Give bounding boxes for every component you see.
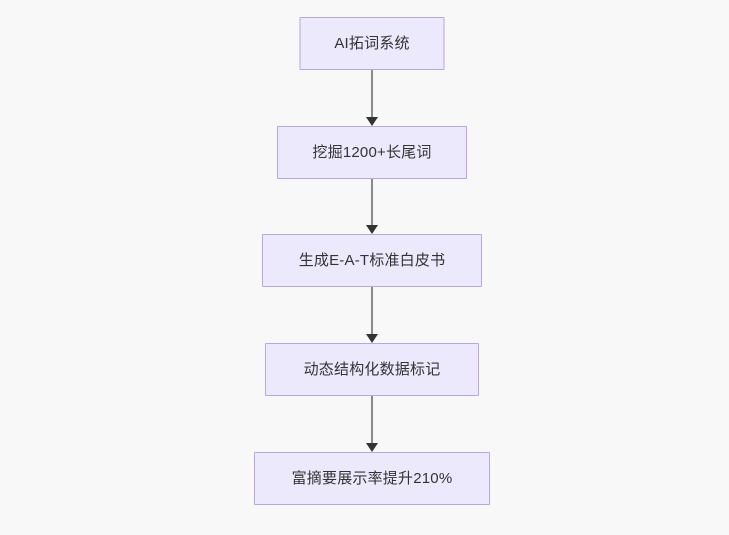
flowchart-node-longtail-keywords[interactable]: 挖掘1200+长尾词 [277,126,467,179]
flowchart-node-ai-keyword-system[interactable]: AI拓词系统 [299,17,445,70]
arrowhead-icon [366,334,378,343]
arrowhead-icon [366,225,378,234]
arrowhead-icon [366,117,378,126]
edge-line [371,396,373,443]
edge-n4-n5 [365,396,379,452]
node-label: 动态结构化数据标记 [303,360,441,378]
flowchart-node-structured-data-markup[interactable]: 动态结构化数据标记 [265,343,479,396]
edge-line [371,287,373,334]
edge-n2-n3 [365,179,379,234]
node-label: 挖掘1200+长尾词 [312,143,432,161]
edge-line [371,179,373,225]
edge-line [371,70,373,117]
flowchart-node-eat-whitepaper[interactable]: 生成E-A-T标准白皮书 [262,234,482,287]
edge-n3-n4 [365,287,379,343]
edge-n1-n2 [365,70,379,126]
arrowhead-icon [366,443,378,452]
node-label: AI拓词系统 [334,34,410,52]
node-label: 生成E-A-T标准白皮书 [298,251,446,269]
node-label: 富摘要展示率提升210% [291,469,453,487]
flowchart-node-rich-snippet-result[interactable]: 富摘要展示率提升210% [254,452,490,505]
